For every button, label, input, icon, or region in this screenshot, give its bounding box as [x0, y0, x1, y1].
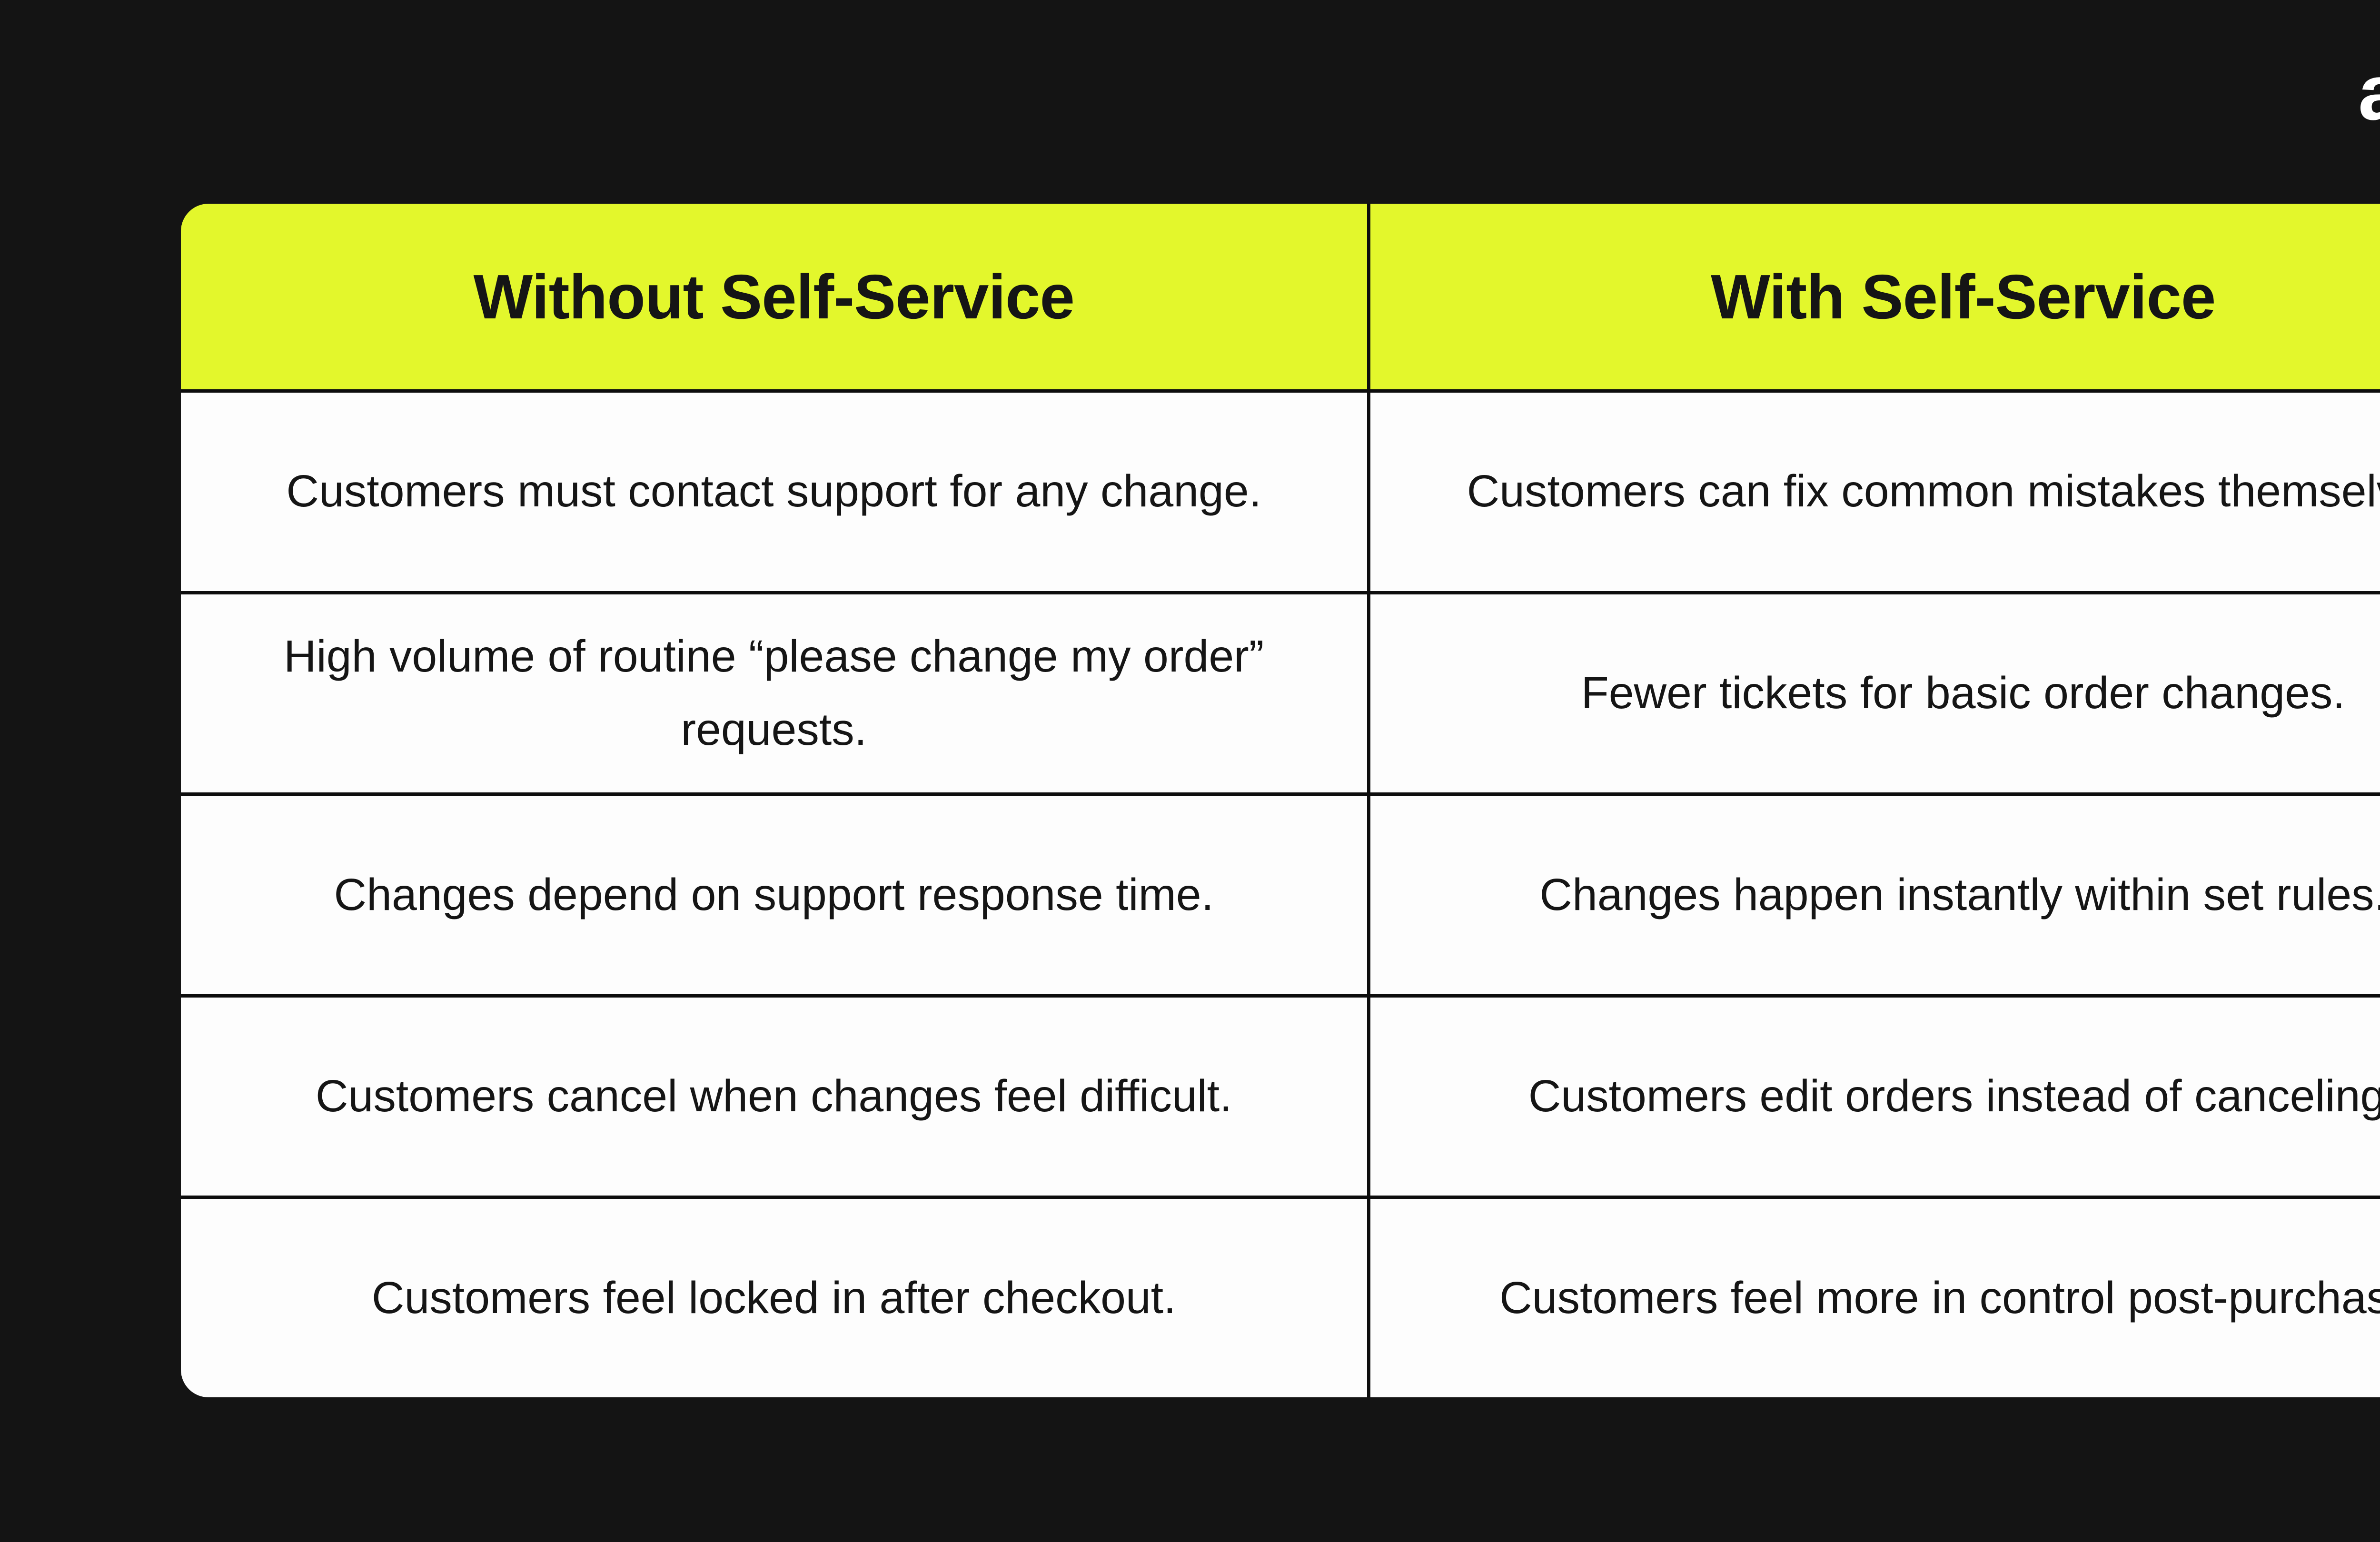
table-cell-row5-with: Customers feel more in control post-purc… [1370, 1199, 2380, 1397]
table-cell-row2-with: Fewer tickets for basic order changes. [1370, 594, 2380, 793]
table-cell-row2-without: High volume of routine “please change my… [181, 594, 1367, 793]
table-cell-row3-with: Changes happen instantly within set rule… [1370, 796, 2380, 994]
header-cell-without-self-service: Without Self-Service [181, 204, 1367, 389]
comparison-table: Without Self-Service With Self-Service C… [181, 204, 2380, 1397]
brand-subtitle-row: EDITOR [2330, 139, 2380, 167]
table-cell-row4-without: Customers cancel when changes feel diffi… [181, 997, 1367, 1196]
table-cell-row1-without: Customers must contact support for any c… [181, 393, 1367, 591]
table-cell-row3-without: Changes depend on support response time. [181, 796, 1367, 994]
header-cell-with-self-service: With Self-Service [1370, 204, 2380, 389]
brand-logo: acc unt EDITOR [2330, 53, 2380, 167]
table-cell-row5-without: Customers feel locked in after checkout. [181, 1199, 1367, 1397]
table-cell-row4-with: Customers edit orders instead of canceli… [1370, 997, 2380, 1196]
brand-wordmark-prefix: acc [2358, 53, 2380, 132]
brand-wordmark: acc unt [2358, 53, 2380, 132]
table-cell-row1-with: Customers can fix common mistakes themse… [1370, 393, 2380, 591]
